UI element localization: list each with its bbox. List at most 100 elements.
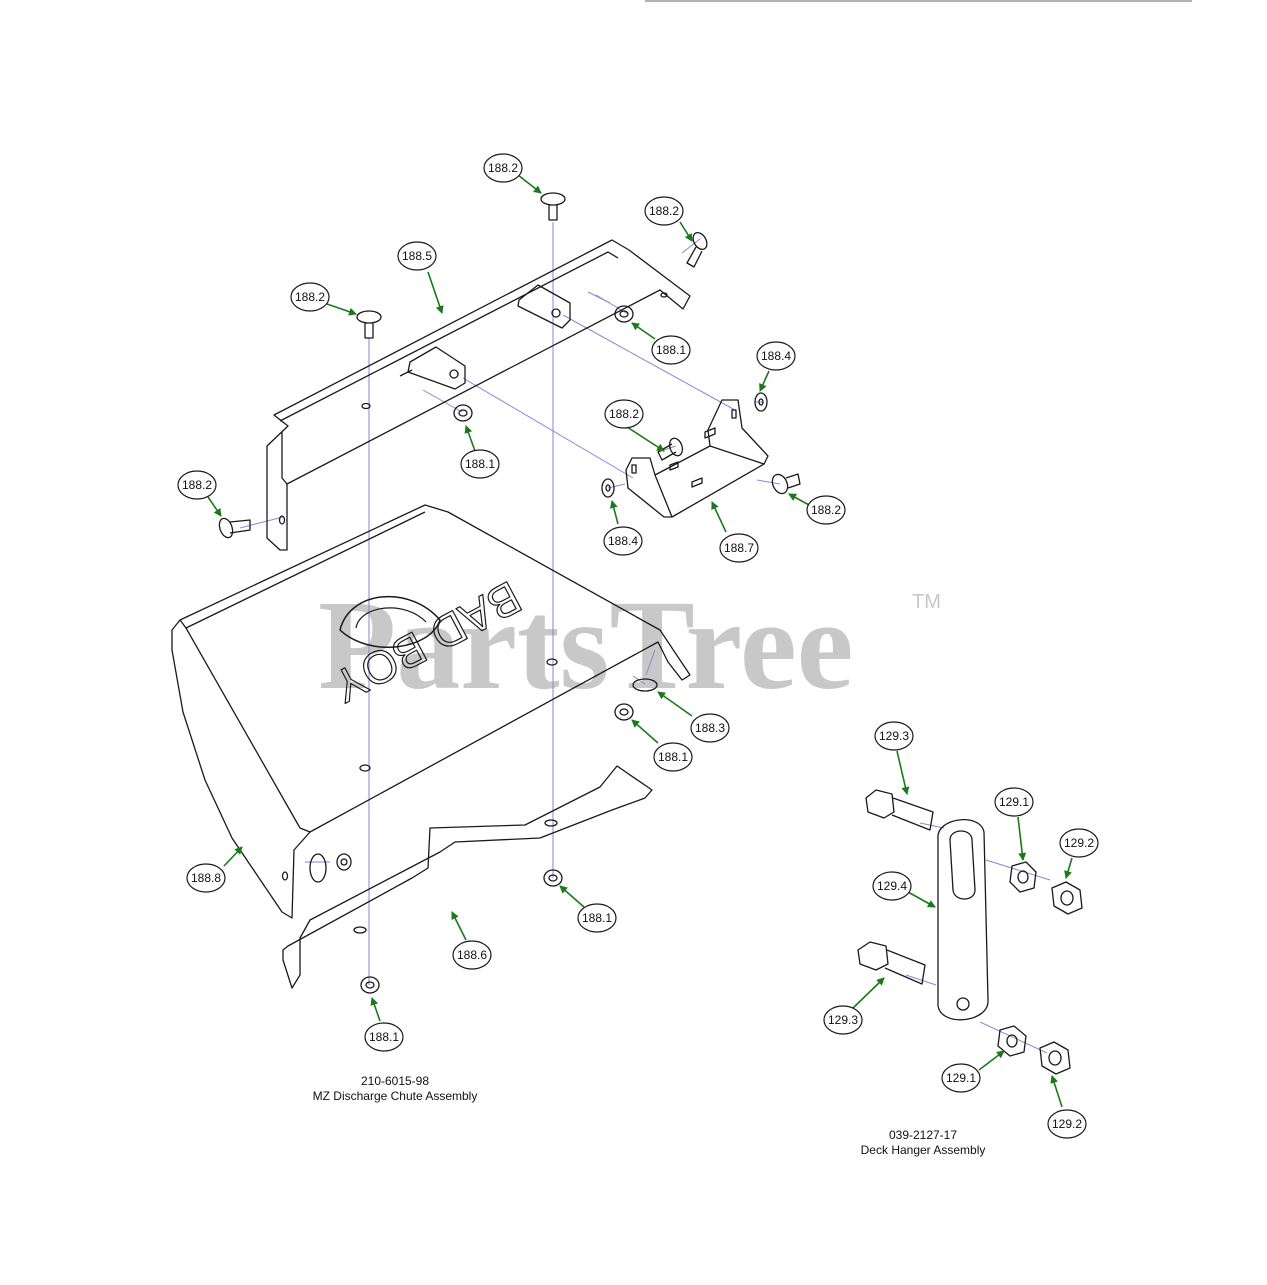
lower-bracket-188-7 — [625, 399, 769, 518]
flange-nut-188-1-bracket — [453, 404, 473, 422]
callout-ellipse — [806, 495, 846, 525]
callout-ellipse — [177, 470, 217, 500]
carriage-bolt-188-2-right-top — [686, 231, 708, 268]
callout-ellipse — [823, 1005, 863, 1035]
callout-balloon: 129.1 — [941, 1063, 981, 1093]
callout-ellipse — [644, 196, 684, 226]
callout-ellipse — [483, 153, 523, 183]
callout-balloon: 188.2 — [604, 399, 644, 429]
callout-ellipse — [1059, 828, 1099, 858]
hex-nut-129-1-bottom — [997, 1025, 1027, 1057]
callout-ellipse — [756, 341, 796, 371]
callout-label: 188.3 — [695, 721, 725, 735]
assembly-name: Deck Hanger Assembly — [860, 1143, 986, 1157]
callout-label: 188.2 — [649, 204, 679, 218]
callout-balloon: 188.1 — [651, 335, 691, 365]
callout-label: 129.4 — [877, 879, 907, 893]
callout-label: 188.2 — [609, 407, 639, 421]
washer-188-3 — [632, 678, 658, 692]
callout-label: 129.1 — [999, 795, 1029, 809]
assembly-part-number: 210-6015-98 — [360, 1074, 430, 1088]
callout-balloon: 188.8 — [186, 863, 226, 893]
callout-balloon: 188.3 — [690, 713, 730, 743]
callout-label: 188.6 — [457, 948, 487, 962]
assembly-caption-hanger: 039-2127-17 Deck Hanger Assembly — [825, 1128, 1021, 1158]
carriage-bolt-188-2-side — [218, 517, 251, 539]
callout-label: 188.8 — [191, 871, 221, 885]
callout-ellipse — [397, 241, 437, 271]
assembly-name: MZ Discharge Chute Assembly — [312, 1089, 478, 1103]
carriage-bolt-188-2-left — [356, 310, 382, 339]
hex-bolt-129-3-bottom — [857, 941, 926, 985]
callout-balloon: 188.1 — [364, 1022, 404, 1052]
washer-188-4-right — [754, 392, 768, 412]
callout-balloon: 188.4 — [756, 341, 796, 371]
callout-ellipse — [460, 449, 500, 479]
callout-label: 188.2 — [182, 478, 212, 492]
callout-label: 129.3 — [828, 1013, 858, 1027]
callout-ellipse — [604, 399, 644, 429]
callout-balloon: 129.2 — [1059, 828, 1099, 858]
callout-ellipse — [653, 742, 693, 772]
callout-ellipse — [651, 335, 691, 365]
callout-label: 129.1 — [946, 1071, 976, 1085]
callout-label: 188.4 — [608, 534, 638, 548]
callout-label: 188.1 — [582, 911, 612, 925]
callout-ellipse — [941, 1063, 981, 1093]
deflector-strip-188-6 — [282, 765, 653, 989]
flange-nut-chute — [336, 853, 352, 871]
callout-balloon: 129.3 — [823, 1005, 863, 1035]
callout-label: 188.2 — [488, 161, 518, 175]
callout-ellipse — [690, 713, 730, 743]
callout-balloon: 129.3 — [874, 721, 914, 751]
hex-nut-129-1-top — [1009, 861, 1037, 893]
flange-nut-188-1-bottom — [543, 869, 563, 887]
callout-ellipse — [874, 721, 914, 751]
callout-label: 188.1 — [465, 457, 495, 471]
discharge-chute-188-8 — [171, 504, 691, 919]
callout-label: 188.1 — [656, 343, 686, 357]
assembly-part-number: 039-2127-17 — [888, 1128, 958, 1142]
callout-ellipse — [872, 871, 912, 901]
callout-balloon: 129.4 — [872, 871, 912, 901]
callout-label: 188.7 — [724, 541, 754, 555]
callout-ellipse — [452, 940, 492, 970]
callout-label: 129.3 — [879, 729, 909, 743]
callout-label: 188.4 — [761, 349, 791, 363]
callout-ellipse — [186, 863, 226, 893]
callout-balloon: 129.2 — [1047, 1109, 1087, 1139]
callout-balloon: 129.1 — [994, 787, 1034, 817]
callout-ellipse — [364, 1022, 404, 1052]
carriage-bolt-188-2-right — [771, 473, 801, 495]
watermark-tm: TM — [912, 591, 941, 613]
washer-chute — [309, 853, 327, 883]
callout-balloons: 188.2 188.2 188.5 188.2 188.1 188.4 188.2 188.1… — [177, 153, 1099, 1139]
assembly-caption-chute: 210-6015-98 MZ Discharge Chute Assembly — [290, 1074, 500, 1104]
callout-arrows — [207, 174, 1073, 1108]
callout-label: 188.1 — [369, 1030, 399, 1044]
callout-balloon: 188.6 — [452, 940, 492, 970]
callout-ellipse — [290, 282, 330, 312]
callout-balloon: 188.4 — [603, 526, 643, 556]
callout-label: 188.2 — [295, 290, 325, 304]
callout-balloon: 188.7 — [719, 533, 759, 563]
hex-nut-129-2-top — [1051, 881, 1083, 915]
washer-188-4-left — [601, 478, 615, 498]
flange-nut-188-1-lowest — [360, 976, 380, 994]
carriage-bolt-188-2-bracket — [657, 437, 684, 461]
callout-balloon: 188.2 — [177, 470, 217, 500]
callout-balloon: 188.2 — [483, 153, 523, 183]
callout-balloon: 188.1 — [577, 903, 617, 933]
callout-ellipse — [1047, 1109, 1087, 1139]
hex-nut-129-2-bottom — [1039, 1041, 1071, 1075]
callout-balloon: 188.1 — [460, 449, 500, 479]
callout-label: 129.2 — [1064, 836, 1094, 850]
callout-ellipse — [577, 903, 617, 933]
callout-ellipse — [719, 533, 759, 563]
callout-balloon: 188.5 — [397, 241, 437, 271]
callout-balloon: 188.1 — [653, 742, 693, 772]
callout-balloon: 188.2 — [644, 196, 684, 226]
mounting-bracket-188-5 — [266, 239, 691, 551]
